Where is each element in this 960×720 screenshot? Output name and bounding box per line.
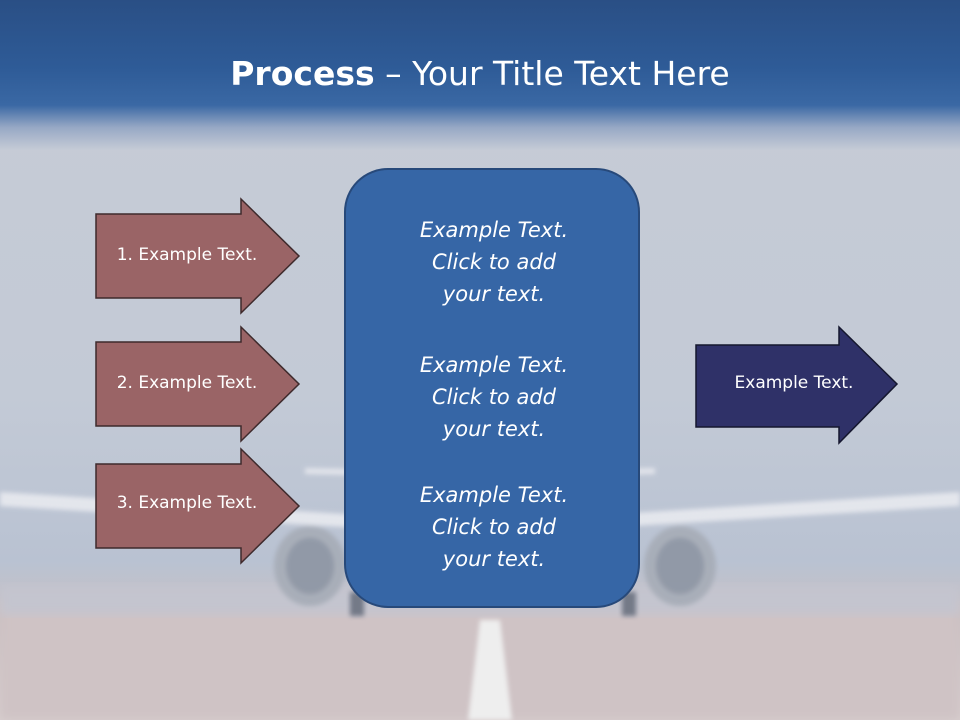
center-block-1-line-1: Example Text.: [419, 218, 569, 242]
center-block-1-line-2: Click to add: [431, 250, 556, 274]
title-bar: [0, 0, 960, 150]
center-block-2-line-3: your text.: [442, 417, 546, 441]
left-arrow-2[interactable]: 2. Example Text.: [95, 325, 301, 443]
right-arrow[interactable]: Example Text.: [695, 325, 899, 445]
left-arrow-2-label: 2. Example Text.: [116, 373, 258, 393]
title-dash: –: [374, 54, 413, 93]
center-block-1-line-3: your text.: [442, 282, 546, 306]
right-arrow-label: Example Text.: [734, 373, 854, 393]
center-content-box[interactable]: Example Text. Click to add your text. Ex…: [344, 168, 640, 608]
center-text-block-1: Example Text. Click to add your text.: [346, 214, 642, 310]
center-block-2-line-1: Example Text.: [419, 353, 569, 377]
left-arrow-3-shape: [95, 447, 301, 565]
center-text-block-3: Example Text. Click to add your text.: [346, 479, 642, 575]
left-arrow-3-label: 3. Example Text.: [116, 493, 258, 513]
center-text-block-2: Example Text. Click to add your text.: [346, 349, 642, 445]
left-arrow-1-shape: [95, 197, 301, 315]
center-block-3-line-3: your text.: [442, 547, 546, 571]
center-block-2-line-2: Click to add: [431, 385, 556, 409]
left-arrow-1-label: 1. Example Text.: [116, 245, 258, 265]
left-arrow-2-shape: [95, 325, 301, 443]
title-bold-word: Process: [230, 54, 375, 93]
center-block-3-line-2: Click to add: [431, 515, 556, 539]
left-arrow-1[interactable]: 1. Example Text.: [95, 197, 301, 315]
slide-title[interactable]: Process – Your Title Text Here: [0, 52, 960, 96]
left-arrow-3[interactable]: 3. Example Text.: [95, 447, 301, 565]
right-arrow-shape: [695, 325, 899, 445]
center-block-3-line-1: Example Text.: [419, 483, 569, 507]
title-rest: Your Title Text Here: [412, 54, 730, 93]
